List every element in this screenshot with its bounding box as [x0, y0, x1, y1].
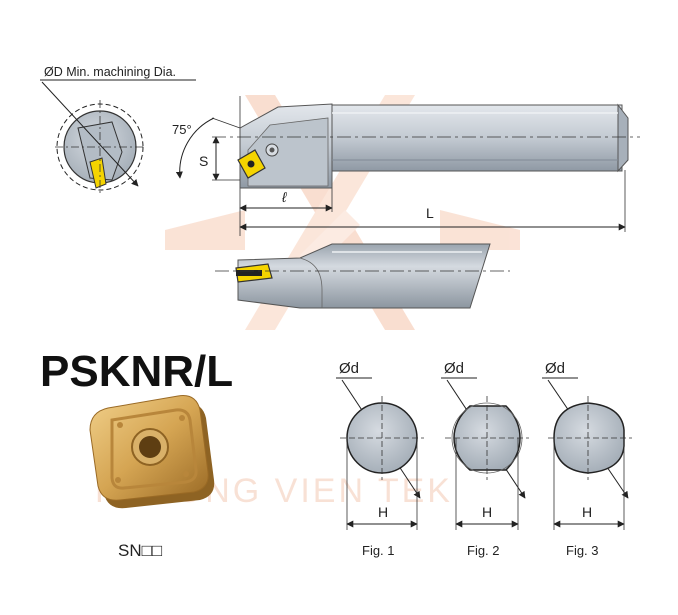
fig3-od-label: Ød	[545, 360, 565, 377]
model-title: PSKNR/L	[40, 347, 233, 396]
insert-image	[89, 395, 215, 509]
insert-code: SN□□	[118, 541, 162, 560]
end-view: ØD Min. machining Dia.	[40, 65, 196, 194]
tool-side-view-top: S 75° ℓ L	[172, 96, 640, 236]
fig1-h-label: H	[378, 504, 388, 520]
tool-side-view-bottom	[215, 243, 510, 309]
l-big-label: L	[426, 205, 434, 221]
fig3-caption: Fig. 3	[566, 543, 599, 558]
fig-2-section: Ød H Fig. 2	[441, 360, 529, 558]
fig2-caption: Fig. 2	[467, 543, 500, 558]
fig2-h-label: H	[482, 504, 492, 520]
fig-1-section: Ød H Fig. 1	[336, 360, 424, 558]
l-small-label: ℓ	[281, 189, 287, 205]
fig1-caption: Fig. 1	[362, 543, 395, 558]
fig3-h-label: H	[582, 504, 592, 520]
s-label: S	[199, 153, 208, 169]
angle-label: 75°	[172, 122, 192, 137]
fig-3-section: Ød H Fig. 3	[542, 360, 632, 558]
fig2-od-label: Ød	[444, 360, 464, 377]
fig1-od-label: Ød	[339, 360, 359, 377]
min-machining-dia-label: ØD Min. machining Dia.	[44, 65, 176, 79]
